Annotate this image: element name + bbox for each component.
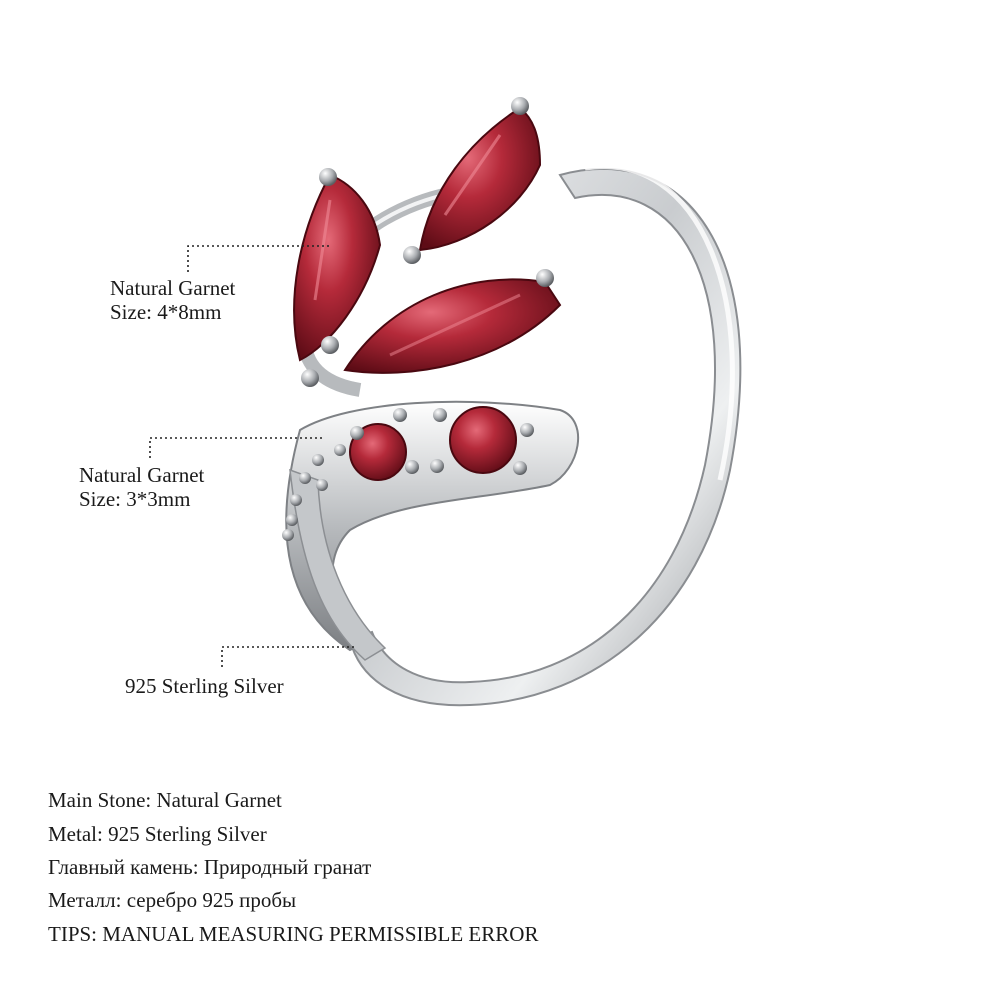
spec-metal-ru: Металл: серебро 925 пробы (48, 888, 297, 912)
spec-tips: TIPS: MANUAL MEASURING PERMISSIBLE ERROR (48, 922, 539, 946)
round-garnets (349, 406, 517, 481)
callout-metal: 925 Sterling Silver (125, 674, 284, 698)
callout-marquise-name: Natural Garnet (110, 276, 236, 300)
pave-beads (282, 444, 346, 541)
spec-main-stone: Main Stone: Natural Garnet (48, 788, 282, 812)
marquise-garnets (293, 106, 562, 374)
twisted-setting (282, 400, 579, 661)
callout-metal-name: 925 Sterling Silver (125, 674, 284, 698)
spec-metal: Metal: 925 Sterling Silver (48, 822, 267, 846)
callout-round-size: Size: 3*3mm (79, 487, 191, 511)
prongs (301, 97, 554, 475)
callout-leaders (149, 245, 355, 667)
callout-marquise-garnet: Natural Garnet Size: 4*8mm (110, 276, 235, 324)
callout-round-garnet: Natural Garnet Size: 3*3mm (79, 463, 204, 511)
callout-round-name: Natural Garnet (79, 463, 205, 487)
callout-marquise-size: Size: 4*8mm (110, 300, 222, 324)
spec-main-stone-ru: Главный камень: Природный гранат (48, 855, 372, 879)
